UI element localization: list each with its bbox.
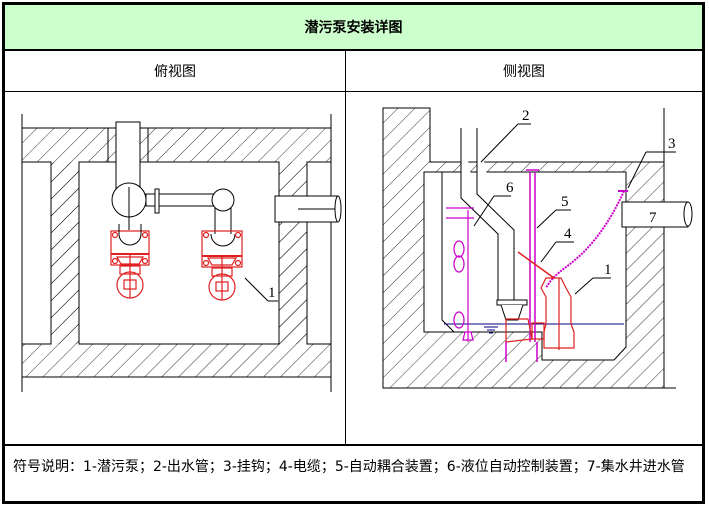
pump-right <box>201 230 243 301</box>
side-view-header: 侧视图 <box>503 64 545 80</box>
callout-3: 3 <box>668 136 676 152</box>
cable <box>517 251 555 279</box>
side-view-svg: 2 3 4 5 6 7 1 <box>382 107 693 389</box>
symbol-legend: 符号说明：1-潜污泵；2-出水管；3-挂钩；4-电缆；5-自动耦合装置；6-液位… <box>13 459 685 475</box>
callouts: 2 3 4 5 6 7 1 <box>473 108 676 295</box>
hook-chain <box>545 190 625 289</box>
concrete-wall <box>21 114 332 392</box>
view-header-row: 俯视图 侧视图 <box>5 51 702 92</box>
callout-2: 2 <box>522 108 530 124</box>
callout-1: 1 <box>604 262 612 278</box>
pump-left <box>110 230 150 299</box>
concrete-wall <box>382 107 676 389</box>
drawing-row: 1 <box>5 92 702 446</box>
water-level-symbol <box>484 326 498 334</box>
inlet-pipe <box>621 201 693 228</box>
callout-4: 4 <box>564 226 572 242</box>
top-view-header: 俯视图 <box>5 51 346 91</box>
callout-7: 7 <box>649 210 657 226</box>
inlet-pipe <box>274 195 342 223</box>
top-view-svg: 1 <box>21 114 342 392</box>
outlet-pipe <box>107 121 235 234</box>
side-view-drawing: 2 3 4 5 6 7 1 <box>346 92 702 444</box>
page-title: 潜污泵安装详图 <box>5 5 702 51</box>
outlet-pipe <box>460 128 528 321</box>
auto-coupling <box>526 169 539 342</box>
drawing-sheet: 潜污泵安装详图 俯视图 侧视图 <box>2 2 705 504</box>
callout-5: 5 <box>561 194 569 210</box>
callout-number: 1 <box>268 285 276 301</box>
submersible-pump <box>505 277 575 350</box>
callout-1: 1 <box>244 277 278 302</box>
top-view-drawing: 1 <box>5 92 346 444</box>
level-controller <box>446 207 474 342</box>
anchor-bolts <box>505 342 538 362</box>
callout-6: 6 <box>506 180 514 196</box>
